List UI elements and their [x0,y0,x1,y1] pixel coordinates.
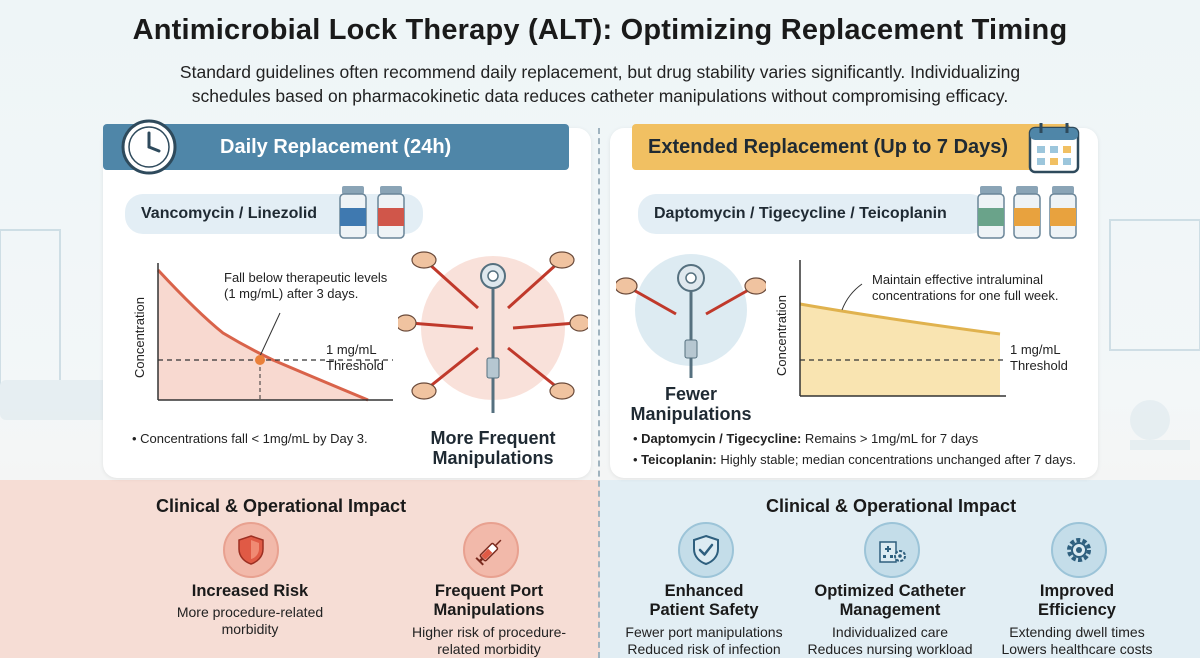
right-note-2: • Teicoplanin: Highly stable; median con… [633,452,1076,467]
right-card-3-text-line-2: Lowers healthcare costs [1001,641,1153,657]
hand-syringe-icon [616,277,766,316]
right-card-2-title-line-1: Optimized Catheter [814,582,966,600]
left-annotation-leader [259,312,281,357]
right-manip-line-2: Manipulations [630,404,752,424]
right-card-2-title-line-2: Management [839,601,941,619]
right-threshold-label: 1 mg/mL Threshold [1010,342,1068,374]
subtitle-line-1: Standard guidelines often recommend dail… [179,62,1021,82]
left-banner-label: Daily Replacement (24h) [220,135,452,158]
left-card-1-icon-wrap [223,522,279,578]
right-drug-label: Daptomycin / Tigecycline / Teicoplanin [654,205,947,222]
left-card-2-icon-wrap [463,522,519,578]
left-drug-pill: Vancomycin / Linezolid [125,194,423,234]
left-y-label: Concentration [132,297,147,378]
page-title: Antimicrobial Lock Therapy (ALT): Optimi… [132,14,1068,46]
right-banner: Extended Replacement (Up to 7 Days) [632,124,1070,170]
left-card-2-text: Higher risk of procedure- related morbid… [389,624,589,658]
right-annotation-line-2: concentrations for one full week. [872,288,1059,303]
right-card-3-title-line-2: Efficiency [1038,601,1116,619]
right-card-2-text-line-2: Reduces nursing workload [807,641,973,657]
left-curve-area [158,270,368,400]
left-card-1-text-line-2: morbidity [221,621,279,637]
right-note-1: • Daptomycin / Tigecycline: Remains > 1m… [633,431,979,446]
catheter-port-icon [616,254,766,378]
left-threshold-point [255,355,265,365]
right-card-3-text-line-1: Extending dwell times [1009,624,1145,640]
right-card-1-title-line-1: Enhanced [664,582,744,600]
left-chart-annotation: Fall below therapeutic levels (1 mg/mL) … [224,270,387,302]
right-card-3-icon-wrap [1051,522,1107,578]
left-concentration-curve [156,268,369,402]
section-divider [598,128,600,658]
right-card-2-icon-wrap [864,522,920,578]
right-concentration-curve [799,302,1001,336]
right-note-1-text: Remains > 1mg/mL for 7 days [801,431,979,446]
right-annotation-line-1: Maintain effective intraluminal [872,272,1044,287]
left-card-2-title-line-2: Manipulations [433,601,545,619]
left-manip-line-2: Manipulations [432,448,554,468]
right-banner-label: Extended Replacement (Up to 7 Days) [648,135,1009,158]
right-note-2-bold: Teicoplanin: [641,452,717,467]
calendar-icon [1028,123,1080,174]
catheter-port-icon [398,251,588,413]
right-card-1-text-line-2: Reduced risk of infection [627,641,781,657]
right-card-3-title: Improved Efficiency [977,582,1177,620]
subtitle-line-2: schedules based on pharmacokinetic data … [191,86,1009,106]
right-card-3-title-line-1: Improved [1039,582,1115,600]
vial-icon [339,186,405,239]
right-card-3-text: Extending dwell times Lowers healthcare … [977,624,1177,658]
right-manipulation-label: Fewer Manipulations [628,384,754,424]
right-curve-area [800,304,1000,396]
shield-icon [238,535,264,565]
right-drug-pill: Daptomycin / Tigecycline / Teicoplanin [638,194,988,234]
right-concentration-chart: Concentration [774,260,1006,397]
left-card-2-text-line-2: related morbidity [437,641,541,657]
right-card-1-icon-wrap [678,522,734,578]
left-card-2-text-line-1: Higher risk of procedure- [411,624,567,640]
left-annotation-line-1: Fall below therapeutic levels [224,270,388,285]
left-card-1-text-line-1: More procedure-related [176,604,324,620]
right-manip-line-1: Fewer [664,384,718,404]
right-card-2-text-line-1: Individualized care [832,624,948,640]
left-drug-label: Vancomycin / Linezolid [141,205,318,222]
right-card-2-title: Optimized Catheter Management [790,582,990,620]
left-threshold-line-1: 1 mg/mL [326,342,377,357]
left-annotation-line-2: (1 mg/mL) after 3 days. [224,286,359,301]
left-card-2-title-line-1: Frequent Port [434,582,544,600]
left-concentration-chart: Concentration [132,263,393,402]
left-banner: Daily Replacement (24h) [103,124,569,170]
left-card-1-title-line-1: Increased Risk [191,582,309,600]
hospital-room-background [0,219,1200,450]
shield-check-icon [693,534,719,566]
left-impact-title: Clinical & Operational Impact [156,496,407,516]
right-card-1-text: Fewer port manipulations Reduced risk of… [604,624,804,658]
hospital-gear-icon [879,541,906,563]
right-card-2-text: Individualized care Reduces nursing work… [790,624,990,658]
clock-icon [121,119,177,175]
left-manipulation-label: More Frequent Manipulations [418,428,568,468]
right-card-1-text-line-1: Fewer port manipulations [625,624,783,640]
hand-syringe-icon [398,251,588,400]
left-card-1-text: More procedure-related morbidity [150,604,350,638]
right-card-1-title: Enhanced Patient Safety [604,582,804,620]
right-annotation-leader [841,283,863,311]
left-card-2-title: Frequent Port Manipulations [389,582,589,620]
right-threshold-line-1: 1 mg/mL [1010,342,1061,357]
right-chart-annotation: Maintain effective intraluminal concentr… [872,272,1058,304]
right-impact-title: Clinical & Operational Impact [766,496,1017,516]
vial-icon [977,186,1077,239]
right-y-label: Concentration [774,295,789,376]
syringe-icon [475,539,502,566]
right-threshold-line-2: Threshold [1010,358,1068,373]
left-card-1-title: Increased Risk [150,582,350,601]
left-manip-line-1: More Frequent [430,428,556,448]
left-threshold-line-2: Threshold [326,358,384,373]
right-note-1-bold: Daptomycin / Tigecycline: [641,431,802,446]
right-card-1-title-line-2: Patient Safety [649,601,759,619]
gear-icon [1067,538,1091,562]
left-note: • Concentrations fall < 1mg/mL by Day 3. [132,431,368,446]
left-threshold-label: 1 mg/mL Threshold [326,342,384,374]
right-note-2-text: Highly stable; median concentrations unc… [716,452,1076,467]
